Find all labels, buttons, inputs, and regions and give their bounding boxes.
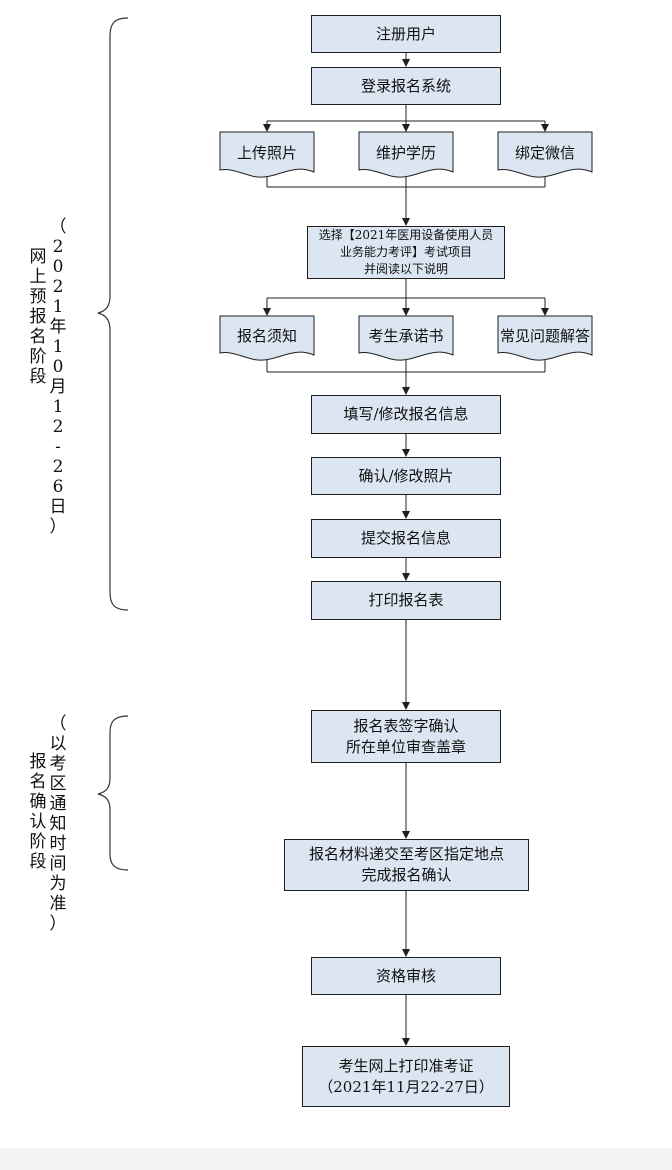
doc-notice: 报名须知 — [236, 326, 297, 345]
print-admission-line-2: （2021年11月22-27日） — [318, 1077, 494, 1096]
step-print-form: 打印报名表 — [311, 581, 501, 620]
select-exam-line-1: 选择【2021年医用设备使用人员 — [318, 228, 494, 242]
step-print-form-label: 打印报名表 — [368, 591, 444, 609]
doc-commitment: 考生承诺书 — [368, 326, 444, 345]
doc-shape-notice — [219, 315, 315, 361]
doc-faq: 常见问题解答 — [499, 326, 590, 345]
select-exam-line-2: 业务能力考评】考试项目 — [339, 245, 472, 259]
footer-band — [0, 1148, 672, 1170]
step-print-admission: 考生网上打印准考证 （2021年11月22-27日） — [302, 1046, 510, 1107]
print-admission-line-1: 考生网上打印准考证 — [338, 1056, 474, 1075]
step-register: 注册用户 — [311, 15, 501, 53]
doc-maintain-education: 维护学历 — [375, 143, 436, 162]
stage2-title-label: 报名确认阶段 — [29, 752, 47, 872]
sign-confirm-line-1: 报名表签字确认 — [353, 716, 459, 735]
step-login: 登录报名系统 — [311, 67, 501, 105]
doc-shape-upload-photo — [219, 131, 315, 178]
stage1-brace — [97, 17, 129, 611]
stage2-brace — [97, 715, 129, 871]
step-submit-materials: 报名材料递交至考区指定地点 完成报名确认 — [284, 839, 529, 891]
step-sign-confirm: 报名表签字确认 所在单位审查盖章 — [311, 710, 501, 763]
doc-bind-wechat: 绑定微信 — [514, 143, 575, 162]
step-select-exam: 选择【2021年医用设备使用人员 业务能力考评】考试项目 并阅读以下说明 — [307, 226, 505, 279]
doc-shape-commitment — [358, 315, 454, 361]
step-fill-info: 填写/修改报名信息 — [311, 395, 501, 434]
step-fill-info-label: 填写/修改报名信息 — [343, 405, 469, 423]
step-register-label: 注册用户 — [375, 24, 436, 43]
select-exam-line-3: 并阅读以下说明 — [363, 262, 448, 276]
stage1-title-label: 网上预报名阶段 — [29, 247, 47, 387]
step-qualification-review: 资格审核 — [311, 957, 501, 995]
stage2-date-label: （以考区通知时间为准） — [49, 714, 67, 934]
step-qualification-review-label: 资格审核 — [375, 966, 436, 985]
step-confirm-photo-label: 确认/修改照片 — [358, 466, 454, 485]
step-submit-info-label: 提交报名信息 — [360, 529, 451, 547]
doc-shape-faq — [497, 315, 593, 361]
doc-shape-bind-wechat — [497, 131, 593, 178]
step-submit-info: 提交报名信息 — [311, 519, 501, 558]
step-confirm-photo: 确认/修改照片 — [311, 457, 501, 495]
doc-shape-maintain-education — [358, 131, 454, 178]
doc-upload-photo: 上传照片 — [236, 143, 297, 162]
submit-materials-line-1: 报名材料递交至考区指定地点 — [308, 845, 504, 863]
step-login-label: 登录报名系统 — [360, 76, 451, 95]
submit-materials-line-2: 完成报名确认 — [361, 866, 452, 884]
sign-confirm-line-2: 所在单位审查盖章 — [345, 737, 466, 756]
